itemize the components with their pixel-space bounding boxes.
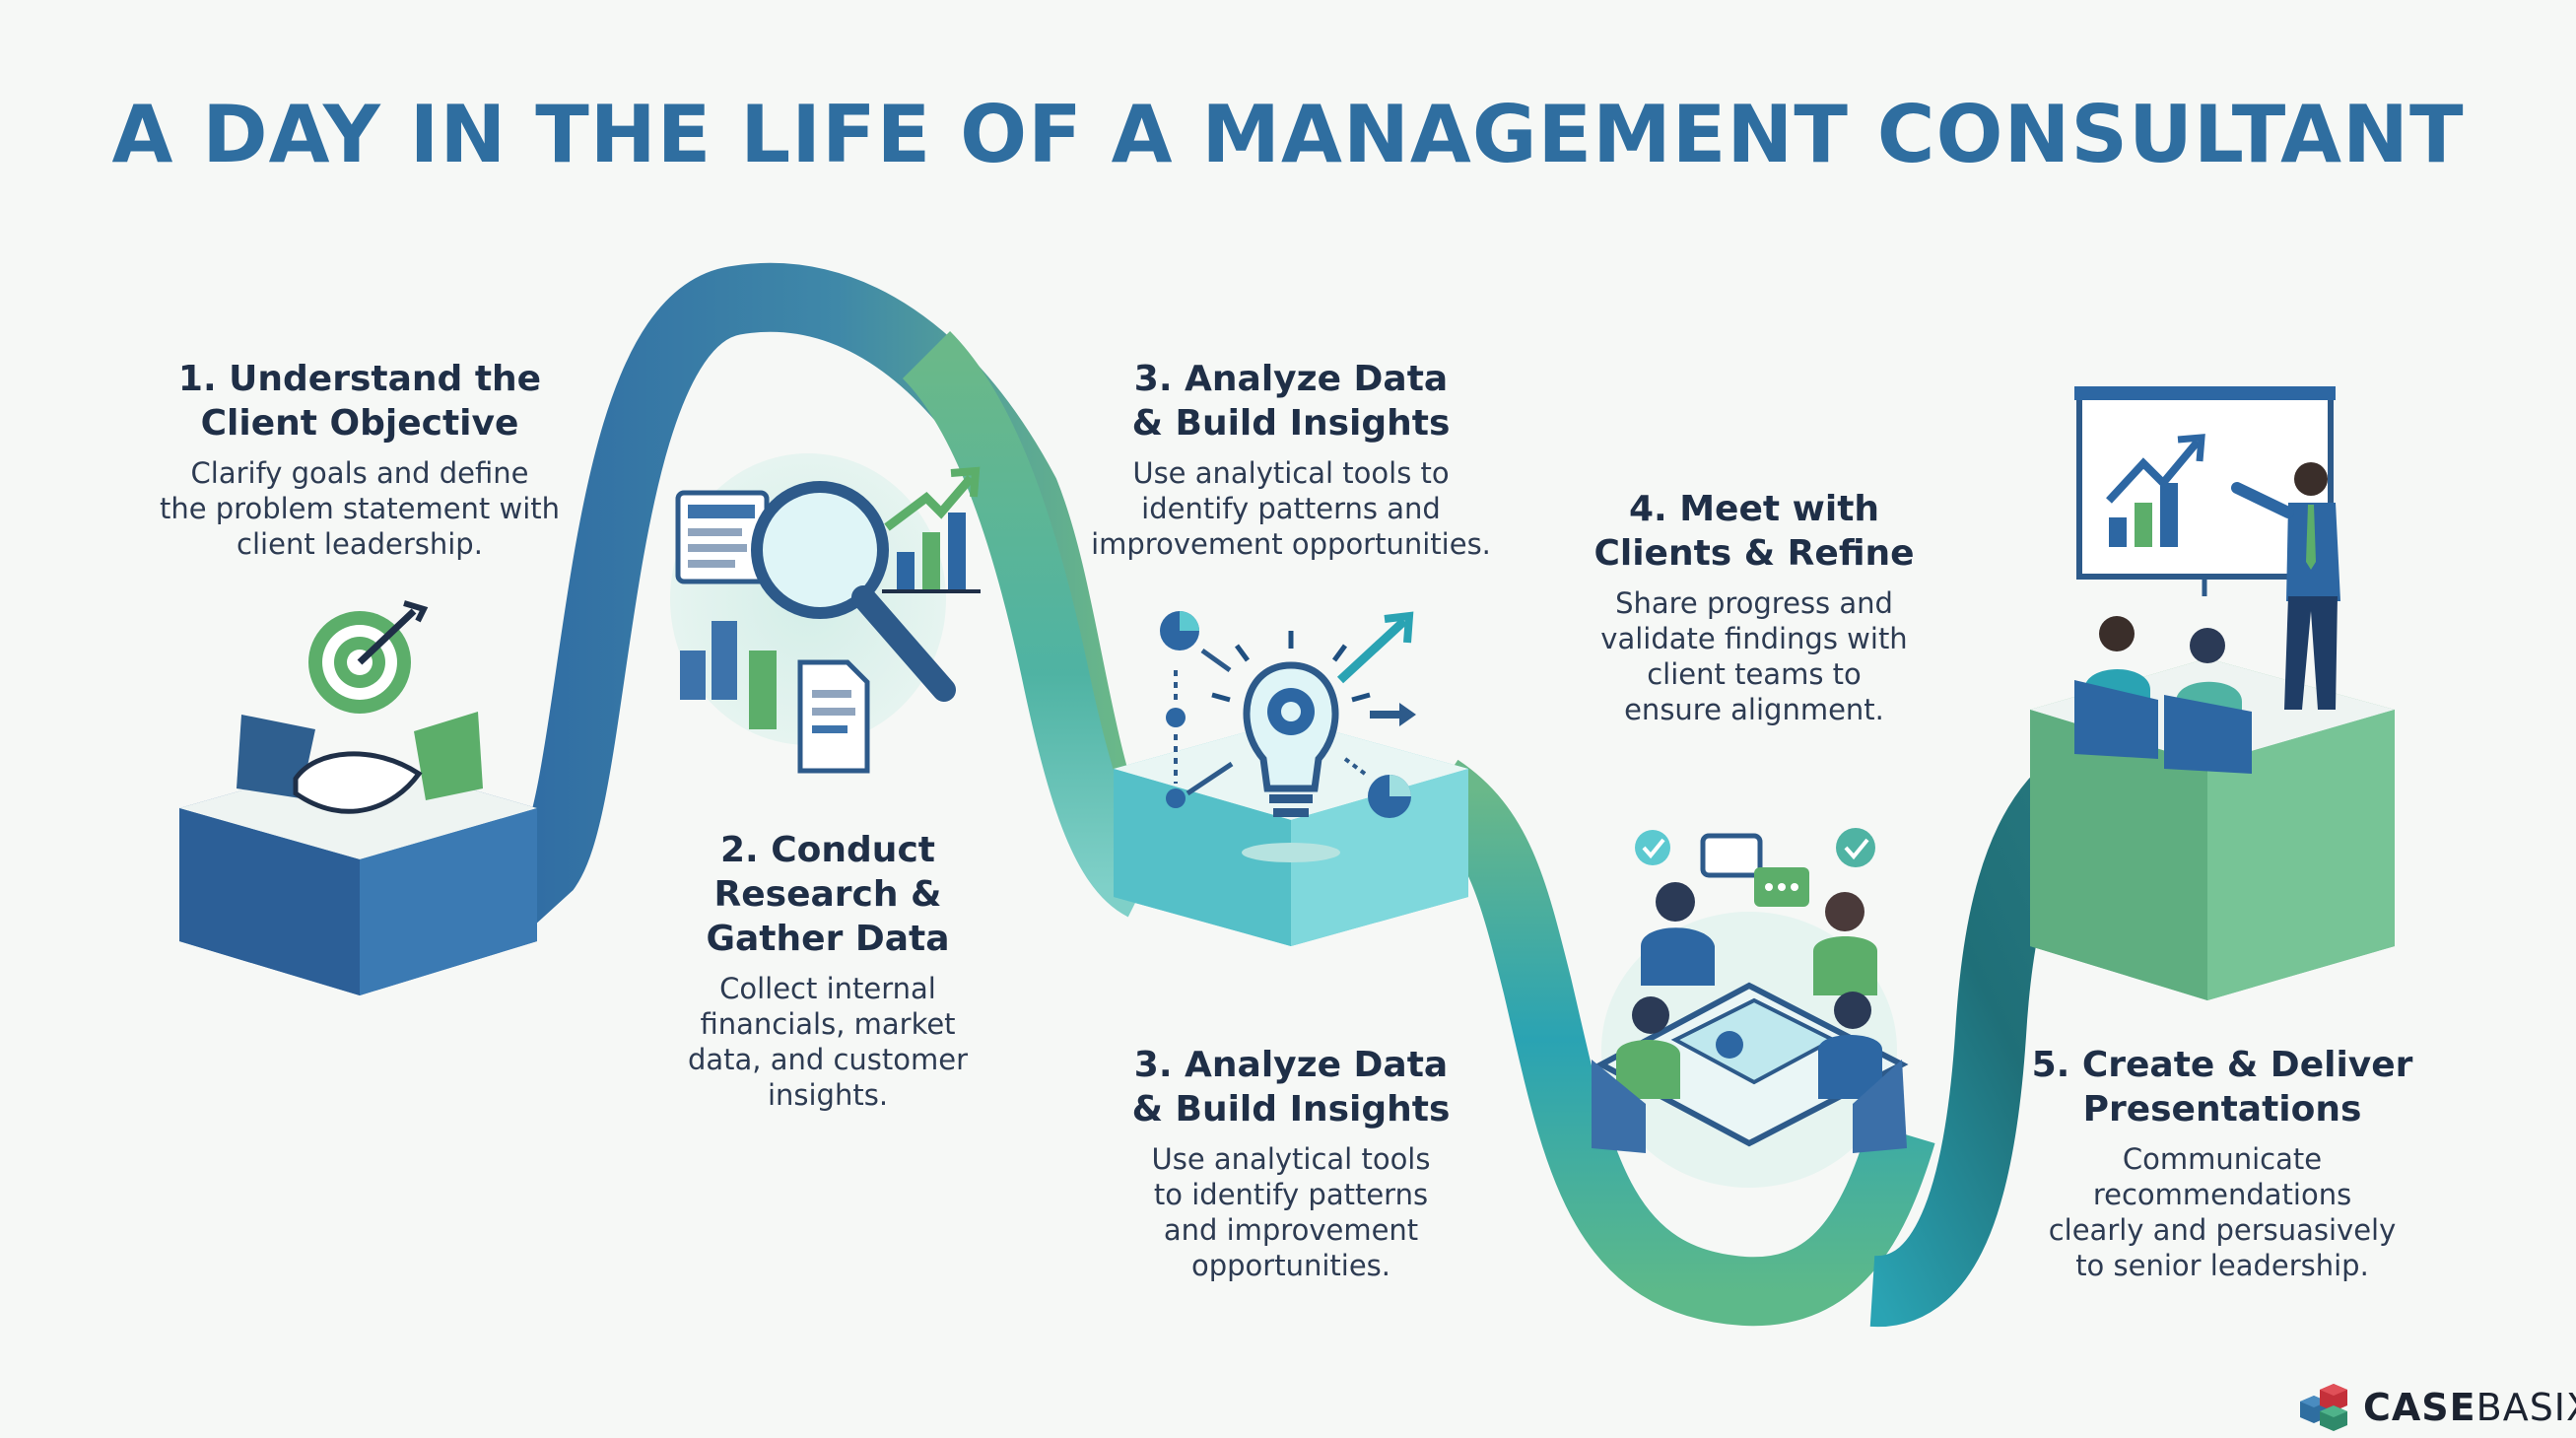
step-2-heading-line-1: 2. Conduct — [720, 830, 935, 870]
lightbulb-gear-icon — [1160, 611, 1416, 818]
step-5-description: Communicate recommendations clearly and … — [2010, 1141, 2434, 1283]
step-3-lower: 3. Analyze Data & Build Insights Use ana… — [1104, 1043, 1478, 1283]
step-5-heading-line-1: 5. Create & Deliver — [2031, 1045, 2413, 1085]
step-2-heading: 2. Conduct Research & Gather Data — [650, 828, 1005, 961]
step-5-body-line-2: recommendations — [2092, 1178, 2352, 1211]
step-1-heading: 1. Understand the Client Objective — [128, 357, 591, 445]
step-2-heading-line-2: Research & — [713, 874, 942, 915]
step-4-heading-line-2: Clients & Refine — [1593, 533, 1915, 574]
step-3-upper-description: Use analytical tools to identify pattern… — [1069, 455, 1513, 562]
step-3-lower-body-line-4: opportunities. — [1190, 1249, 1390, 1282]
step-5-heading-line-2: Presentations — [2082, 1089, 2362, 1130]
step-5-body-line-1: Communicate — [2122, 1142, 2323, 1176]
presentation-icon — [2074, 386, 2340, 774]
step-1-heading-line-1: 1. Understand the — [177, 359, 542, 399]
step-1-description: Clarify goals and define the problem sta… — [128, 455, 591, 562]
brand-name-light: BASIX — [2475, 1386, 2576, 1429]
step-4-body-line-4: ensure alignment. — [1624, 693, 1884, 726]
step-3-lower-body-line-3: and improvement — [1163, 1213, 1419, 1247]
team-meeting-icon — [1592, 828, 1909, 1188]
step-5: 5. Create & Deliver Presentations Commun… — [2010, 1043, 2434, 1283]
cube-logo-icon — [2300, 1384, 2347, 1431]
step-1-body-line-1: Clarify goals and define — [190, 456, 529, 490]
step-4-heading-line-1: 4. Meet with — [1628, 489, 1880, 529]
step-4: 4. Meet with Clients & Refine Share prog… — [1567, 487, 1941, 727]
step-3-lower-heading-line-2: & Build Insights — [1131, 1089, 1451, 1130]
step-5-body-line-4: to senior leadership. — [2075, 1249, 2369, 1282]
page-title: A DAY IN THE LIFE OF A MANAGEMENT CONSUL… — [111, 89, 2465, 180]
step-3-upper: 3. Analyze Data & Build Insights Use ana… — [1069, 357, 1513, 562]
step-4-body-line-1: Share progress and — [1615, 586, 1893, 620]
brand-logo: CASEBASIX — [2296, 1382, 2576, 1431]
magnifier-research-icon — [670, 453, 981, 774]
step-3-upper-body-line-1: Use analytical tools to — [1132, 456, 1450, 490]
step-2-heading-line-3: Gather Data — [706, 919, 950, 959]
step-5-heading: 5. Create & Deliver Presentations — [2010, 1043, 2434, 1131]
step-4-body-line-3: client teams to — [1647, 657, 1862, 691]
step-3-lower-description: Use analytical tools to identify pattern… — [1104, 1141, 1478, 1283]
step-2-body-line-4: insights. — [767, 1078, 889, 1112]
step-3-lower-heading-line-1: 3. Analyze Data — [1133, 1045, 1449, 1085]
step-3-upper-body-line-2: identify patterns and — [1141, 492, 1441, 525]
step-2-body-line-2: financials, market — [700, 1007, 956, 1041]
step-4-body-line-2: validate findings with — [1600, 622, 1908, 655]
step-2-body-line-3: data, and customer — [687, 1043, 969, 1076]
step-1-heading-line-2: Client Objective — [200, 403, 519, 444]
step-1-body-line-2: the problem statement with — [159, 492, 561, 525]
step-3-upper-heading-line-2: & Build Insights — [1131, 403, 1451, 444]
step-1: 1. Understand the Client Objective Clari… — [128, 357, 591, 562]
step-3-upper-heading-line-1: 3. Analyze Data — [1133, 359, 1449, 399]
step-1-body-line-3: client leadership. — [237, 527, 483, 561]
step-2-description: Collect internal financials, market data… — [650, 971, 1005, 1113]
step-4-description: Share progress and validate findings wit… — [1567, 585, 1941, 727]
brand-name-bold: CASE — [2363, 1386, 2476, 1429]
step-4-heading: 4. Meet with Clients & Refine — [1567, 487, 1941, 576]
step-3-lower-heading: 3. Analyze Data & Build Insights — [1104, 1043, 1478, 1131]
brand-name: CASEBASIX — [2363, 1386, 2576, 1429]
step-2: 2. Conduct Research & Gather Data Collec… — [650, 828, 1005, 1113]
step-3-lower-body-line-2: to identify patterns — [1153, 1178, 1429, 1211]
step-3-upper-body-line-3: improvement opportunities. — [1091, 527, 1491, 561]
step-2-body-line-1: Collect internal — [719, 972, 936, 1005]
target-handshake-icon — [237, 600, 483, 814]
step-3-upper-heading: 3. Analyze Data & Build Insights — [1069, 357, 1513, 445]
step-3-lower-body-line-1: Use analytical tools — [1151, 1142, 1431, 1176]
step-5-body-line-3: clearly and persuasively — [2048, 1213, 2397, 1247]
platform-3 — [1114, 719, 1468, 946]
